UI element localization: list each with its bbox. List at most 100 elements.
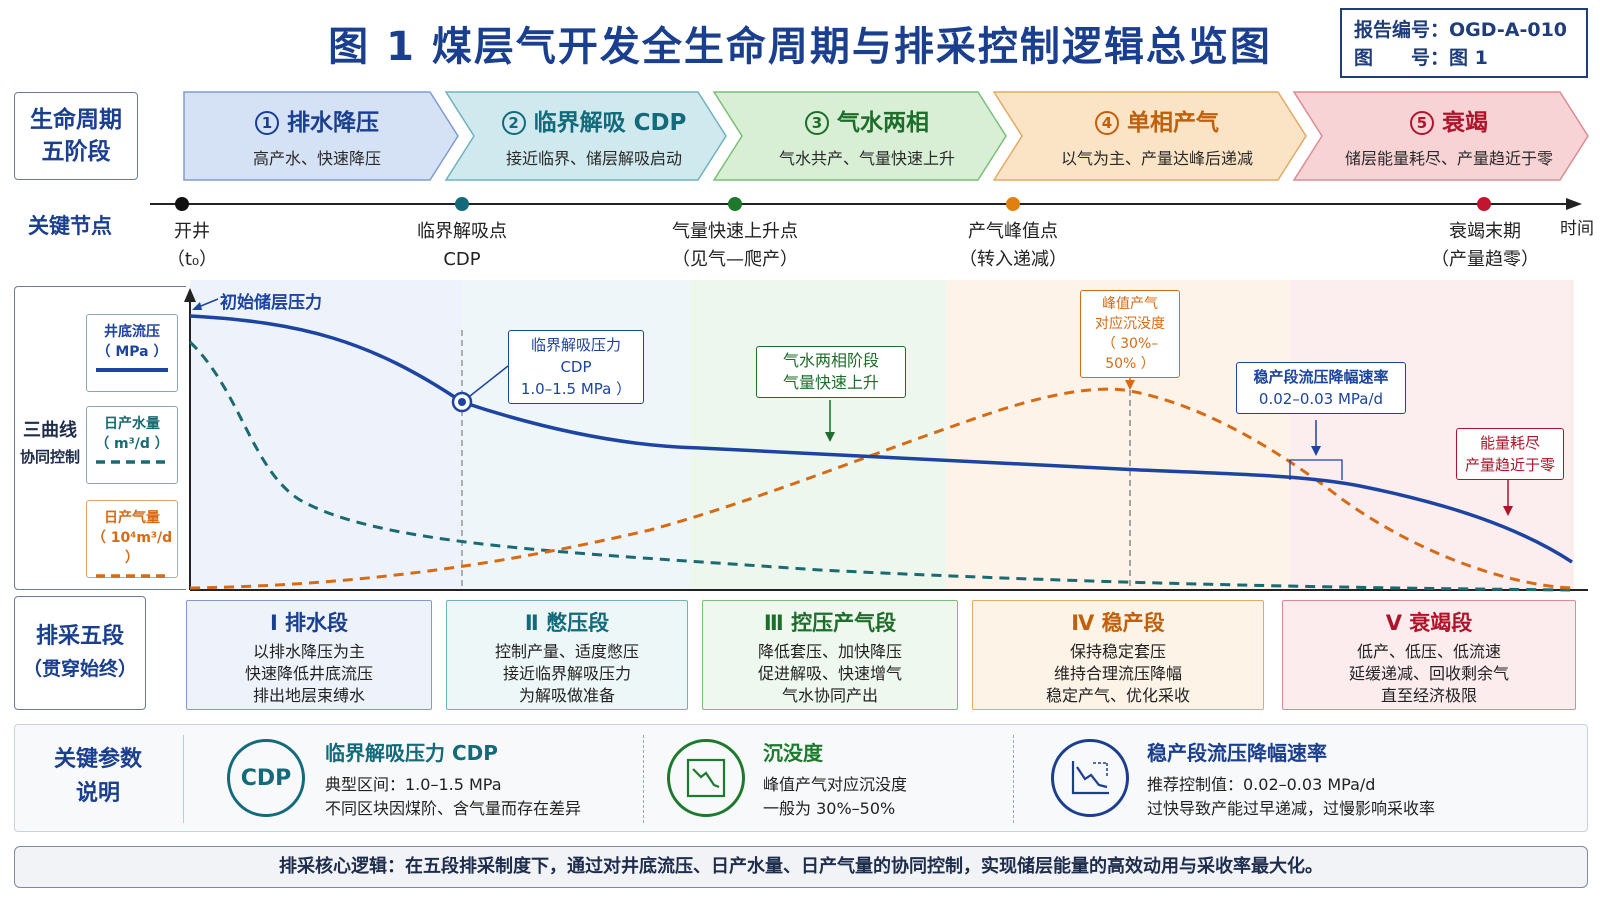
node-4-dot — [1006, 197, 1020, 211]
peak-annotation-line2: 对应沉没度 — [1095, 316, 1165, 332]
phase-4-subtitle: 以气为主、产量达峰后递减 — [1060, 149, 1253, 168]
lifecycle-label-line2: 五阶段 — [41, 139, 111, 165]
node-5-line2: （产量趋零） — [1431, 249, 1539, 270]
timeline — [150, 197, 1582, 211]
rate-param-title: 稳产段流压降幅速率 — [1147, 741, 1327, 765]
phase-3-subtitle: 气水共产、气量快速上升 — [778, 149, 955, 168]
stage-2-line2: 接近临界解吸压力 — [502, 664, 631, 683]
peak-annotation-line3: （ 30%–50% ） — [1101, 336, 1159, 372]
stage-3-title: Ⅲ 控压产气段 — [763, 611, 897, 635]
stage-5-line1: 低产、低压、低流速 — [1356, 642, 1501, 661]
phase-5-number: 5 — [1410, 111, 1434, 135]
legend-gas-line — [96, 574, 168, 578]
phase-1-shape — [183, 91, 459, 181]
key-nodes-label: 关键节点 — [28, 214, 112, 238]
y-axis-arrow — [184, 288, 196, 302]
phase-2-number: 2 — [501, 111, 526, 135]
cdp-annotation-line2: CDP — [560, 358, 592, 376]
key-params-label-line2: 说明 — [75, 781, 120, 806]
stage-1-line3: 排出地层束缚水 — [252, 686, 365, 705]
stage-3: Ⅲ 控压产气段 降低套压、加快降压 促进解吸、快速增气 气水协同产出 — [702, 600, 958, 710]
band-phase-1 — [190, 280, 462, 590]
three-curves-line1: 三曲线 — [23, 420, 77, 441]
phase-chevrons — [183, 91, 1589, 181]
rate-bracket — [1289, 459, 1343, 480]
submergence-icon — [667, 739, 745, 817]
stage-2-line1: 控制产量、适度憋压 — [494, 642, 639, 661]
phase-4-number: 4 — [1095, 111, 1119, 135]
stage-4-line2: 维持合理流压降幅 — [1053, 664, 1182, 683]
node-3-line2: （见气—爬产） — [672, 249, 798, 270]
five-stages-label: 排采五段 （贯穿始终） — [14, 596, 146, 710]
cdp-pointer — [469, 365, 509, 397]
phase-5-subtitle: 储层能量耗尽、产量趋近于零 — [1344, 149, 1553, 168]
legend-pwf-line — [96, 368, 168, 372]
phase-2-title: 临界解吸 CDP — [533, 110, 687, 136]
phase-5-title: 衰竭 — [1442, 110, 1488, 136]
node-1-line2: （t₀） — [166, 249, 218, 270]
node-1-line1: 开井 — [174, 221, 210, 242]
legend-gas-label: 日产气量 — [104, 510, 160, 526]
stage-4-line1: 保持稳定套压 — [1069, 642, 1166, 661]
rate-annotation: 稳产段流压降幅速率 0.02–0.03 MPa/d — [1236, 362, 1406, 414]
five-stages-label-line2: （贯穿始终） — [22, 658, 137, 680]
legend-gas-unit: （ 10⁴m³/d ） — [91, 530, 173, 566]
gas-curve — [189, 387, 1573, 590]
stage-4: Ⅳ 稳产段 保持稳定套压 维持合理流压降幅 稳定产气、优化采收 — [972, 600, 1264, 710]
initial-pressure-label: 初始储层压力 — [220, 293, 322, 313]
node-5-line1: 衰竭末期 — [1449, 221, 1521, 242]
two-phase-annotation: 气水两相阶段 气量快速上升 — [756, 346, 906, 398]
stage-2-title: Ⅱ 憋压段 — [524, 611, 610, 635]
stage-5-line3: 直至经济极限 — [1380, 686, 1477, 705]
depleted-annotation: 能量耗尽 产量趋近于零 — [1456, 428, 1564, 480]
rate-param-line2: 过快导致产能过早递减，过慢影响采收率 — [1147, 799, 1436, 818]
rate-annotation-line1: 稳产段流压降幅速率 — [1253, 368, 1389, 386]
node-1-label: 开井 （t₀） — [152, 218, 232, 274]
phase-2-subtitle: 接近临界、储层解吸启动 — [505, 149, 682, 168]
legend-pwf-label: 井底流压 — [104, 324, 160, 340]
depleted-annotation-line1: 能量耗尽 — [1479, 434, 1540, 452]
params-divider-2 — [1013, 735, 1014, 823]
figure-number: 图 号：图 1 — [1354, 47, 1488, 69]
stage-1-line1: 以排水降压为主 — [252, 642, 365, 661]
phase-4-shape — [992, 91, 1307, 181]
cdp-annotation-line3: 1.0–1.5 MPa ） — [520, 380, 632, 398]
phase-5-shape — [1292, 91, 1589, 181]
stage-4-title: Ⅳ 稳产段 — [1071, 611, 1165, 635]
phase-2: 2 临界解吸 CDP 接近临界、储层解吸启动 — [474, 92, 714, 180]
cdp-param-line1: 典型区间：1.0–1.5 MPa — [325, 775, 502, 794]
stage-2: Ⅱ 憋压段 控制产量、适度憋压 接近临界解吸压力 为解吸做准备 — [446, 600, 688, 710]
cdp-annotation-line1: 临界解吸压力 — [530, 336, 621, 354]
submergence-param-line2: 一般为 30%–50% — [763, 799, 896, 818]
stage-5-title: Ⅴ 衰竭段 — [1385, 611, 1473, 635]
two-phase-annotation-line2: 气量快速上升 — [782, 373, 879, 392]
stage-4-line3: 稳定产气、优化采收 — [1045, 686, 1190, 705]
stage-2-line3: 为解吸做准备 — [518, 686, 615, 705]
legend-water-unit: （ m³/d ） — [95, 436, 169, 452]
legend-water: 日产水量 （ m³/d ） — [86, 406, 178, 484]
node-2-label: 临界解吸点 CDP — [392, 218, 532, 274]
band-phase-2 — [462, 280, 690, 590]
stage-1: Ⅰ 排水段 以排水降压为主 快速降低井底流压 排出地层束缚水 — [186, 600, 432, 710]
stage-1-title: Ⅰ 排水段 — [269, 611, 349, 635]
submergence-param-title: 沉没度 — [763, 741, 823, 765]
node-2-dot — [455, 197, 469, 211]
five-stages-label-line1: 排采五段 — [35, 624, 124, 649]
cdp-param-line2: 不同区块因煤阶、含气量而存在差异 — [325, 799, 582, 818]
lifecycle-label-line1: 生命周期 — [30, 107, 122, 133]
lifecycle-label: 生命周期 五阶段 — [14, 92, 138, 180]
stage-3-line2: 促进解吸、快速增气 — [757, 664, 902, 683]
timeline-arrow — [1566, 198, 1582, 210]
peak-annotation-line1: 峰值产气 — [1102, 296, 1158, 312]
stage-5: Ⅴ 衰竭段 低产、低压、低流速 延缓递减、回收剩余气 直至经济极限 — [1282, 600, 1576, 710]
params-divider-1 — [643, 735, 644, 823]
page-title: 图 1 煤层气开发全生命周期与排采控制逻辑总览图 — [328, 24, 1272, 70]
params-divider-0 — [183, 735, 184, 823]
key-params-label: 关键参数 说明 — [33, 743, 163, 811]
phase-5: 5 衰竭 储层能量耗尽、产量趋近于零 — [1322, 92, 1576, 180]
rate-annotation-line2: 0.02–0.03 MPa/d — [1258, 390, 1384, 408]
cdp-marker-inner — [458, 398, 466, 406]
key-params-panel: 关键参数 说明 CDP 临界解吸压力 CDP 典型区间：1.0–1.5 MPa … — [14, 724, 1588, 832]
